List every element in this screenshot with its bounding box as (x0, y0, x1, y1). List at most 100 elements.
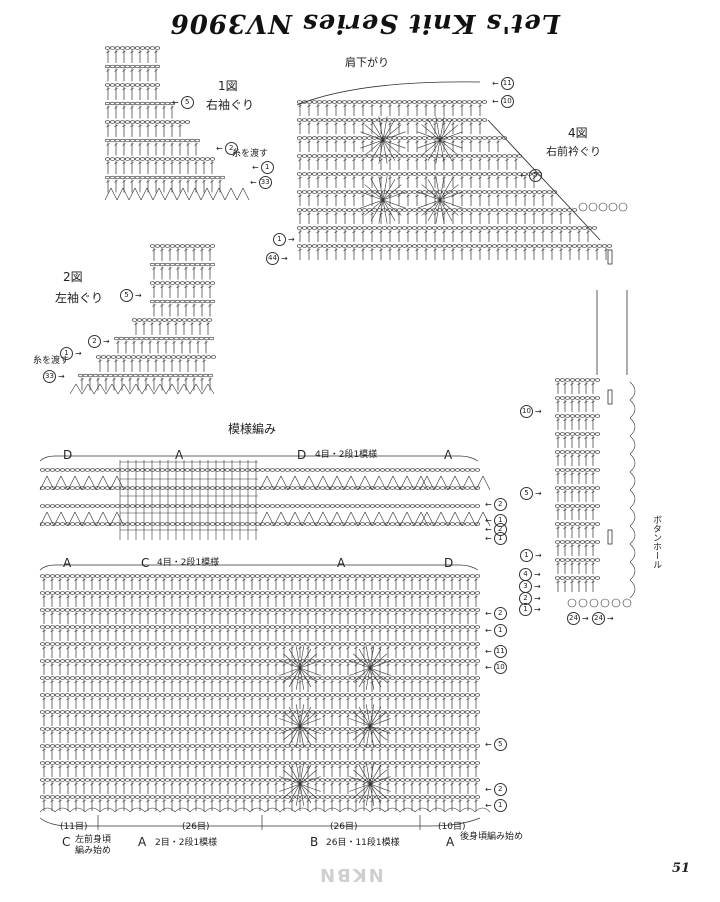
chain-stitch (584, 522, 591, 526)
fan-stitch (439, 131, 463, 141)
chain-stitch (384, 608, 391, 612)
treble-bar (274, 663, 278, 667)
treble-bar (306, 697, 310, 701)
chain-stitch (171, 318, 178, 322)
chain-stitch (149, 468, 156, 472)
chain-stitch (149, 608, 156, 612)
treble-bar (90, 765, 94, 769)
chain-stitch (129, 574, 136, 578)
chain-stitch (109, 778, 116, 782)
chain-stitch (169, 299, 176, 304)
picot-edge (629, 507, 636, 527)
treble-bar (406, 194, 410, 198)
chain-stitch (154, 642, 161, 646)
chain-stitch (434, 727, 441, 731)
v-stitch (159, 383, 167, 395)
chain-stitch (134, 744, 141, 748)
treble-bar (42, 629, 46, 633)
chain-stitch (114, 659, 121, 663)
chain-stitch (511, 208, 518, 212)
treble-bar (418, 663, 422, 667)
treble-bar (154, 612, 158, 616)
chain-stitch (461, 136, 468, 140)
chain-stitch (299, 608, 306, 612)
treble-bar (178, 765, 182, 769)
chain-stitch (159, 504, 166, 508)
v-stitch (105, 383, 113, 395)
chain-stitch (434, 676, 441, 680)
chain-stitch (304, 659, 311, 663)
treble-bar (162, 578, 166, 582)
treble-bar (397, 176, 401, 180)
chain-stitch (249, 625, 256, 629)
treble-bar (258, 748, 262, 752)
chain-stitch (120, 355, 127, 359)
chain-stitch (309, 486, 316, 490)
chain-stitch (59, 795, 66, 799)
chain-stitch (109, 157, 116, 161)
chain-stitch (294, 468, 301, 472)
chain-stitch (39, 727, 46, 731)
treble-bar (532, 248, 536, 252)
chain-stitch (219, 727, 226, 731)
fan-stitch (364, 184, 384, 201)
chain-stitch (154, 83, 161, 87)
treble-bar (426, 714, 430, 718)
chain-stitch (559, 432, 566, 436)
chain-stitch (154, 761, 161, 765)
chain-stitch (464, 504, 471, 508)
chain-stitch (184, 676, 191, 680)
treble-bar (316, 176, 320, 180)
treble-bar (194, 578, 198, 582)
chain-stitch (214, 693, 221, 697)
chain-stitch (54, 468, 61, 472)
chain-stitch (69, 591, 76, 595)
chain-stitch (309, 504, 316, 508)
chain-stitch (74, 504, 81, 508)
chain-stitch (155, 355, 162, 359)
treble-bar (178, 595, 182, 599)
treble-bar (130, 663, 134, 667)
chain-stitch (306, 190, 313, 194)
chain-stitch (589, 522, 596, 526)
v-stitch (280, 475, 289, 491)
treble-bar (282, 697, 286, 701)
treble-bar (556, 562, 560, 566)
treble-bar (577, 248, 581, 252)
treble-bar (154, 50, 158, 54)
chain-stitch (254, 778, 261, 782)
treble-bar (298, 629, 302, 633)
treble-bar (50, 612, 54, 616)
picot-loop (598, 202, 608, 212)
treble-bar (346, 697, 350, 701)
chain-stitch (391, 172, 398, 176)
chain-stitch (244, 468, 251, 472)
treble-bar (388, 194, 392, 198)
chain-stitch (84, 486, 91, 490)
treble-bar (58, 782, 62, 786)
treble-bar (394, 731, 398, 735)
v-stitch (39, 475, 48, 491)
chain-stitch (531, 208, 538, 212)
treble-bar (577, 472, 581, 476)
chain-stitch (419, 608, 426, 612)
treble-bar (370, 731, 374, 735)
chain-stitch (379, 659, 386, 663)
chain-stitch (174, 778, 181, 782)
chain-stitch (109, 83, 116, 87)
chain-stitch (414, 486, 421, 490)
treble-bar (595, 248, 599, 252)
chain-stitch (349, 778, 356, 782)
chain-stitch (449, 659, 456, 663)
chain-stitch (451, 190, 458, 194)
chain-stitch (309, 608, 316, 612)
treble-bar (584, 418, 588, 422)
chain-stitch (209, 727, 216, 731)
treble-bar (298, 122, 302, 126)
chain-stitch (184, 710, 191, 714)
fan-stitch (382, 139, 396, 161)
chain-stitch (476, 100, 483, 104)
treble-bar (434, 646, 438, 650)
chain-stitch (296, 154, 303, 158)
chain-stitch (536, 208, 543, 212)
